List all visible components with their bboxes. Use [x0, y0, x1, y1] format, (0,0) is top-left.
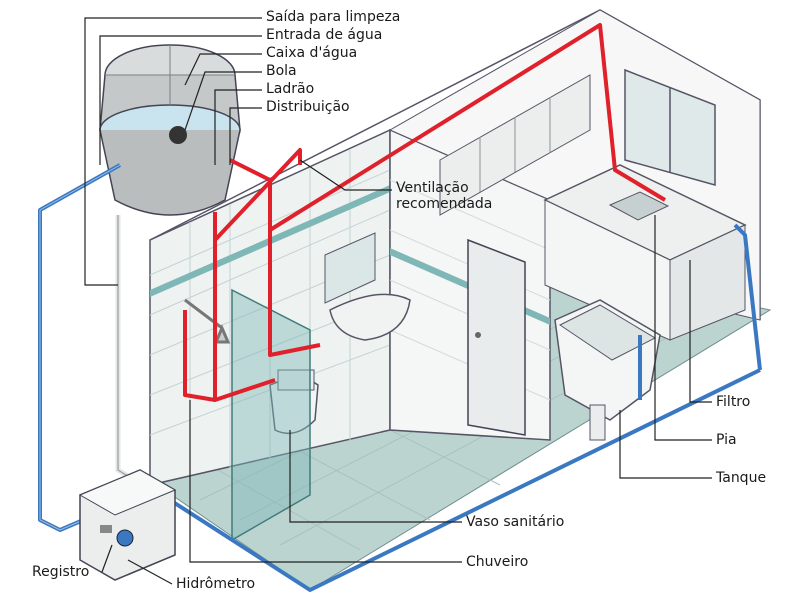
cabinet-doors [479, 97, 551, 192]
label-filtro: Filtro [716, 394, 751, 410]
meter-box [78, 469, 177, 581]
label-vaso-sanitario: Vaso sanitário [466, 514, 565, 530]
door-knob [475, 332, 481, 338]
mirror [324, 232, 376, 304]
lower-cabinets-side [669, 224, 746, 341]
kitchen-sink [608, 191, 670, 221]
label-bola: Bola [266, 63, 297, 79]
label-hidrometro: Hidrômetro [176, 576, 256, 592]
label-distribuicao: Distribuição [266, 99, 350, 115]
water-tank [99, 44, 241, 216]
overflow-pipe [115, 215, 152, 493]
label-registro: Registro [32, 564, 90, 580]
label-saida-limpeza: Saída para limpeza [266, 9, 401, 25]
label-chuveiro: Chuveiro [466, 554, 529, 570]
tank-leg [589, 404, 606, 441]
label-ventilacao: Ventilação recomendada [396, 180, 493, 212]
label-pia: Pia [716, 432, 737, 448]
bathroom-door [467, 238, 526, 436]
label-tanque: Tanque [716, 470, 767, 486]
leader-lines [84, 17, 712, 585]
label-ladrao: Ladrão [266, 81, 315, 97]
cold-pipe-highlight [39, 164, 121, 531]
bathroom-sink [329, 293, 411, 341]
label-caixa-dagua: Caixa d'água [266, 45, 358, 61]
toilet-tank [277, 369, 315, 391]
label-entrada-agua: Entrada de água [266, 27, 383, 43]
